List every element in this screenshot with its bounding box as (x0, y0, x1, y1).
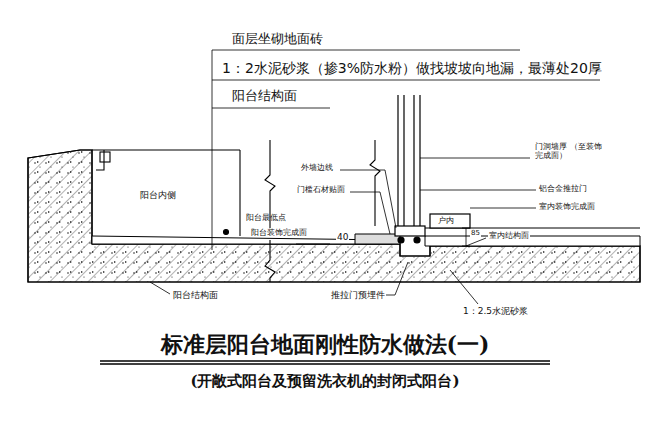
part-label: 门槛石材贴面 (296, 185, 346, 194)
part-label: 室内结构面 (488, 231, 530, 240)
balcony-inner-outline (92, 149, 240, 150)
leader-lines (462, 228, 470, 229)
sliding-door (414, 237, 420, 243)
leader-lines (150, 50, 600, 304)
leader-lines (466, 238, 486, 246)
sliding-door (395, 95, 470, 243)
title-underline (100, 361, 550, 364)
sliding-door (395, 226, 425, 236)
leader-lines (470, 208, 536, 209)
part-label: 85 (470, 229, 481, 237)
sliding-door (398, 237, 404, 243)
leader-lines (212, 236, 213, 250)
concrete (28, 150, 640, 282)
mortar-layers (425, 236, 640, 246)
part-label: 铝合金推拉门 (538, 184, 588, 193)
concrete (28, 150, 640, 282)
leader-lines (385, 262, 408, 295)
leader-lines (466, 228, 467, 246)
sliding-door (419, 95, 420, 234)
balcony-inner-outline (239, 150, 240, 236)
balcony-inner-outline (224, 230, 229, 235)
part-label: 40 (336, 232, 349, 242)
concrete (28, 150, 640, 282)
leader-lines (350, 192, 390, 234)
part-label: 外墙边线 (300, 163, 334, 172)
leader-lines (220, 50, 520, 51)
part-label: 1：2.5水泥砂浆 (462, 306, 529, 316)
balcony-inner-outline (100, 152, 110, 162)
leader-lines (150, 282, 170, 294)
leader-lines (212, 80, 215, 81)
part-label: 门洞墙厚 （至装饰完成面） (534, 142, 606, 160)
leader-lines (296, 244, 330, 245)
part-label: 户内 (438, 216, 454, 225)
sliding-door (430, 214, 470, 228)
part-label: 阳台结构面 (172, 290, 219, 300)
sliding-door (413, 95, 414, 234)
part-label: 阳台结构面 (232, 89, 297, 104)
leader-lines (212, 50, 213, 236)
mortar-layers (92, 228, 640, 246)
sliding-door (403, 95, 404, 234)
leader-lines (420, 158, 530, 159)
drawing-title: 标准层阳台地面刚性防水做法(一) (0, 330, 650, 360)
balcony-inner-outline (92, 140, 380, 282)
part-label: 阳台内侧 (140, 190, 176, 200)
balcony-inner-outline (265, 240, 275, 282)
leader-lines (212, 50, 220, 51)
sliding-door (397, 95, 398, 234)
leader-lines (220, 108, 330, 109)
drawing-caption: (开敞式阳台及预留洗衣机的封闭式阳台) (0, 372, 650, 391)
leader-lines (215, 80, 600, 81)
part-label: 面层坐砌地面砖 (232, 32, 323, 47)
leader-lines (420, 190, 536, 191)
part-label: 1：2水泥砂浆（掺3%防水粉）做找坡坡向地漏，最薄处20厚 (222, 60, 602, 76)
mortar-layers (355, 234, 400, 244)
balcony-inner-outline (370, 140, 380, 226)
title-underline (100, 360, 550, 361)
leader-lines (340, 170, 396, 228)
concrete (28, 150, 640, 282)
part-label: 室内装饰完成面 (538, 202, 596, 211)
leader-lines (212, 108, 220, 109)
leader-lines (450, 270, 478, 304)
part-label: 阳台最低点 (246, 213, 286, 222)
title-underline (100, 363, 550, 364)
part-label: 推拉门预埋件 (330, 290, 386, 300)
part-label: 阳台装饰完成面 (250, 228, 308, 237)
